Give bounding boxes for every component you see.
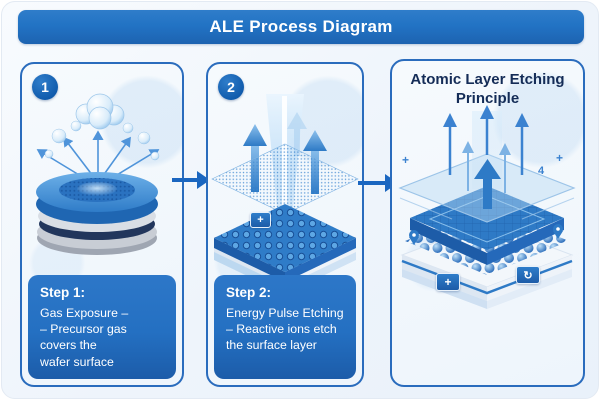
step1-heading: Step 1:: [40, 285, 86, 300]
gas-bubbles-icon: [44, 120, 160, 161]
wafer-icon: [36, 172, 158, 255]
energy-pulse-illustration: [211, 94, 359, 286]
page-title: ALE Process Diagram: [209, 17, 393, 36]
step2-textbox: Step 2: Energy Pulse Etching – Reactive …: [214, 275, 356, 379]
plus-badge: +: [250, 212, 271, 228]
pin-icon: [553, 224, 563, 239]
step1-number-badge: 1: [32, 74, 58, 100]
step1-body: Gas Exposure – – Precursor gas covers th…: [40, 306, 129, 369]
cloud-icon: [75, 93, 125, 130]
header-banner: ALE Process Diagram: [18, 10, 584, 44]
panel-step2: 2: [206, 62, 364, 387]
etched-layer-icon: [410, 186, 564, 265]
cycle-badge: ↻: [516, 266, 540, 284]
wafer-gas-illustration: [36, 93, 160, 255]
panel-principle: Atomic Layer Etching Principle: [390, 59, 585, 387]
spark-mark: 4: [538, 165, 545, 177]
layer-stack-illustration: [398, 105, 576, 309]
arrow-right-icon: [172, 171, 210, 189]
plus-mark: +: [556, 151, 564, 165]
principle-title: Atomic Layer Etching Principle: [410, 71, 565, 107]
atom-block-icon: [214, 204, 356, 286]
pin-icon: [409, 230, 419, 245]
panel-step1: 1: [20, 62, 184, 387]
mesh-plane-icon: [211, 143, 359, 215]
plus-mark: +: [402, 153, 410, 167]
desorption-arrows-icon: [443, 105, 529, 209]
step2-body: Energy Pulse Etching – Reactive ions etc…: [226, 306, 344, 353]
plus-badge: +: [436, 273, 460, 291]
step2-heading: Step 2:: [226, 285, 272, 300]
step2-number-badge: 2: [218, 74, 244, 100]
step1-textbox: Step 1: Gas Exposure – – Precursor gas c…: [28, 275, 176, 379]
